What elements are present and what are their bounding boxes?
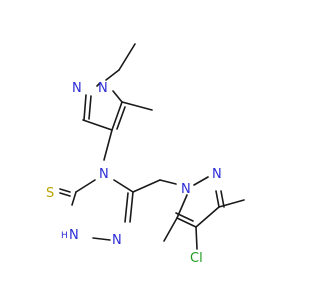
cl: Cl — [190, 251, 203, 266]
n-upper-pyrazole-right: N — [98, 81, 108, 96]
n-upper-pyrazole-left: N — [72, 81, 82, 96]
upper-pyrazole-bonds — [82, 43, 153, 131]
n-lower-pyrazole-ring: N — [181, 182, 191, 197]
h-hn: H — [61, 231, 68, 241]
n-lower-pyrazole-top: N — [212, 167, 222, 182]
lower-pyrazole-bonds — [163, 176, 245, 250]
n-hn: N — [69, 228, 79, 243]
structure-svg: N N N S N H N N N Cl — [46, 43, 245, 266]
methylene-bonds — [132, 179, 177, 193]
pyrazole-triazole-bond — [103, 129, 113, 161]
molecule-diagram: N N N S N H N N N Cl — [46, 43, 245, 266]
triazole-bonds — [59, 179, 134, 241]
n-triazole-right: N — [112, 233, 122, 248]
s-thione: S — [46, 186, 54, 201]
n-triazole-4: N — [99, 167, 109, 182]
